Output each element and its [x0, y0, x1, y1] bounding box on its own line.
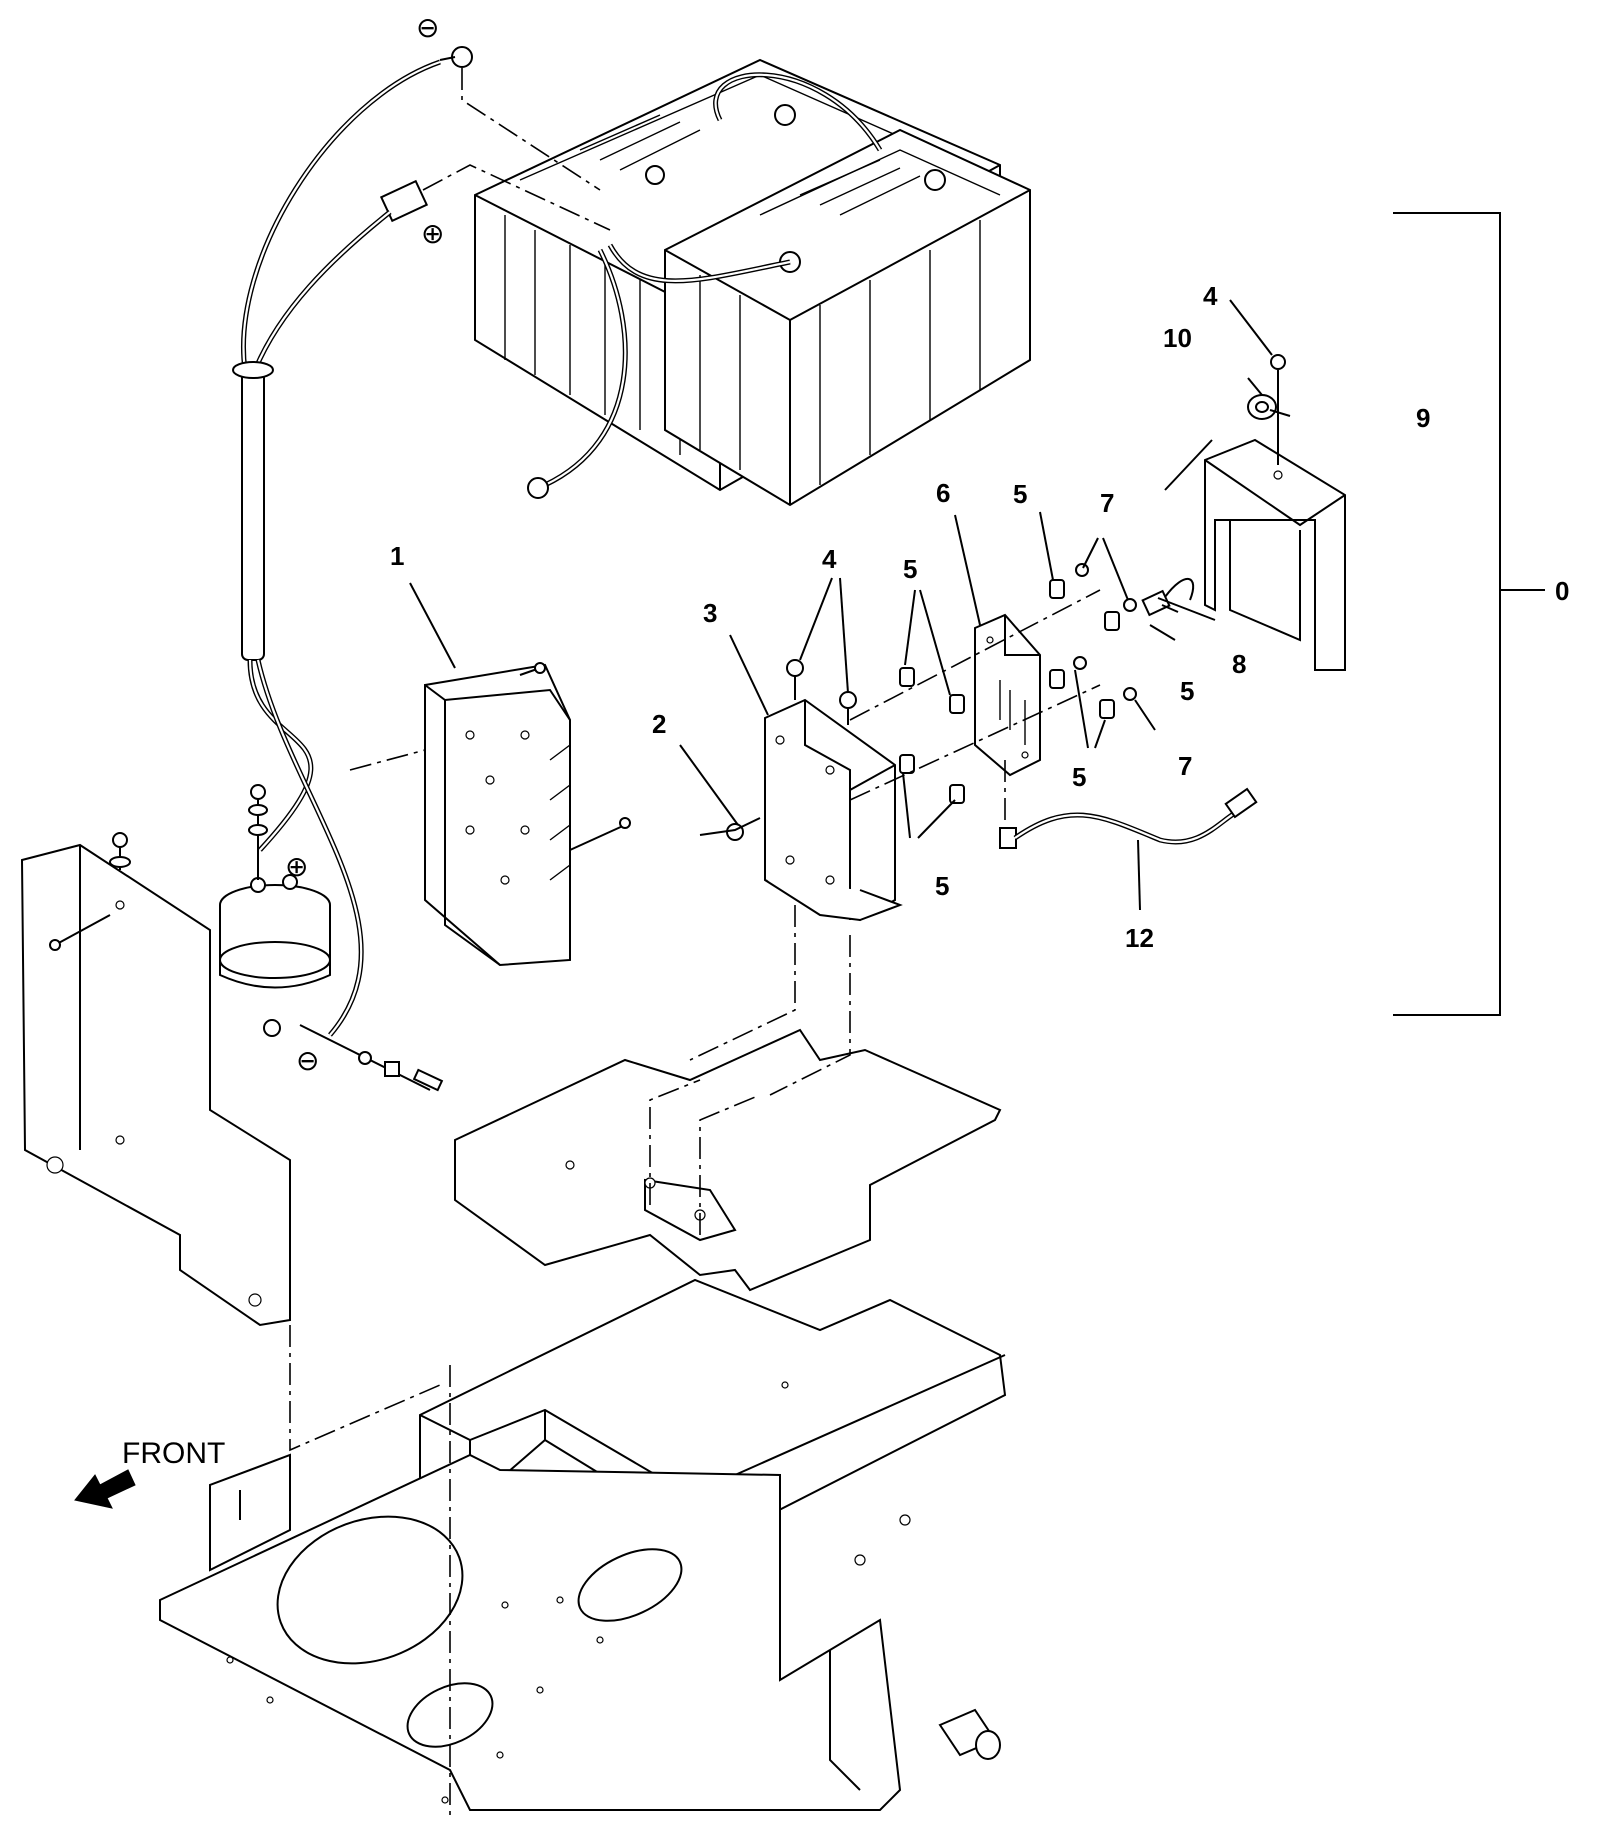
solenoid-bracket [20, 784, 444, 1327]
callout-8: 8 [1232, 649, 1246, 679]
leader-lines [409, 299, 1273, 911]
controller-plate [454, 1028, 1002, 1292]
callout-5: 5 [1180, 676, 1194, 706]
callout-12: 12 [1125, 923, 1154, 953]
callout-5: 5 [935, 871, 949, 901]
positive-terminal-symbol: ⊕ [421, 217, 444, 250]
callout-2: 2 [652, 709, 666, 739]
motor-controller [424, 662, 631, 967]
mounting-bracket [699, 659, 903, 922]
negative-terminal-symbol: ⊖ [416, 11, 439, 44]
callout-1: 1 [390, 541, 404, 571]
positive-terminal-symbol: ⊕ [285, 850, 308, 883]
alignment-lines [289, 68, 851, 1820]
negative-terminal-symbol: ⊖ [296, 1044, 319, 1077]
callout-4: 4 [822, 544, 837, 574]
callout-0: 0 [1555, 576, 1569, 606]
callout-3: 3 [703, 598, 717, 628]
callout-6: 6 [936, 478, 950, 508]
cover-9 [1204, 438, 1346, 671]
main-harness [232, 46, 473, 1037]
battery-icon [664, 128, 1031, 507]
callout-7: 7 [1100, 488, 1114, 518]
group-bracket [1393, 212, 1545, 1016]
callout-5: 5 [903, 554, 917, 584]
circuit-board [974, 613, 1041, 777]
callout-9: 9 [1416, 403, 1430, 433]
callout-5: 5 [1072, 762, 1086, 792]
connector-8 [1141, 577, 1195, 617]
chassis-frame [159, 1453, 1001, 1811]
callout-4: 4 [1203, 281, 1218, 311]
standoffs [849, 563, 1137, 804]
callout-5: 5 [1013, 479, 1027, 509]
front-label: FRONT [122, 1437, 225, 1470]
battery-pack [474, 58, 1031, 507]
callout-7: 7 [1178, 751, 1192, 781]
callout-10: 10 [1163, 323, 1192, 353]
front-arrow-icon [74, 1469, 136, 1509]
harness-12 [999, 760, 1258, 849]
